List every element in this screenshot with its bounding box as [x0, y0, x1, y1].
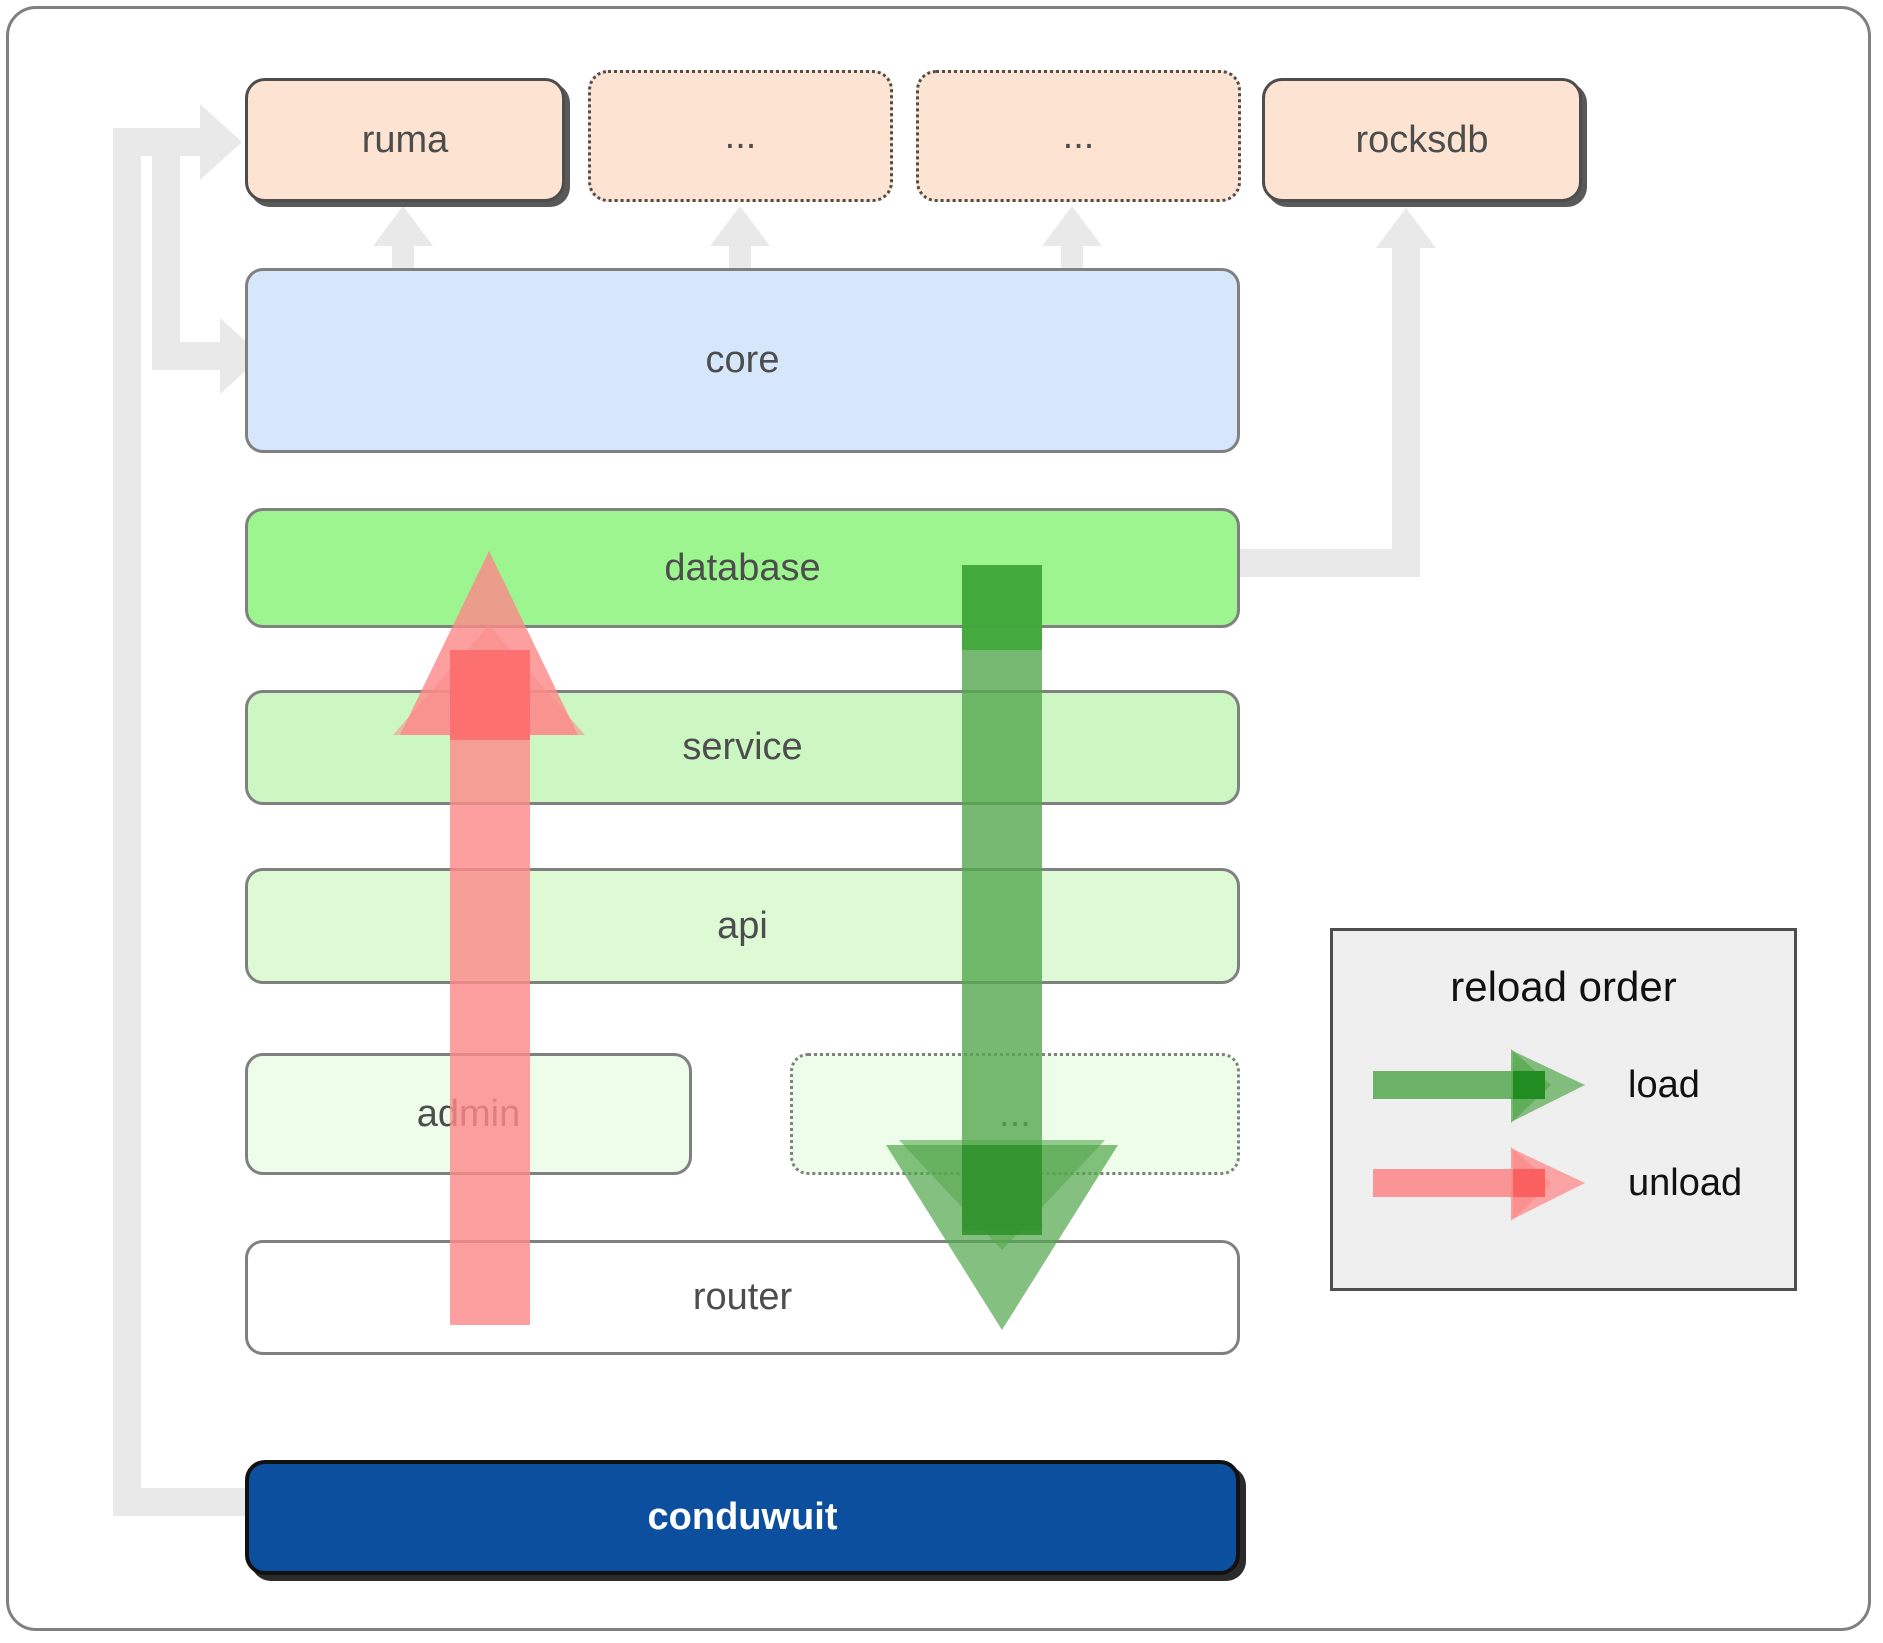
- layer-box-dots3[interactable]: ...: [790, 1053, 1240, 1175]
- dependency-label-rocksdb: rocksdb: [1355, 118, 1489, 161]
- layer-label-dots3: ...: [999, 1092, 1031, 1135]
- layer-box-admin[interactable]: admin: [245, 1053, 692, 1175]
- dependency-label-dots2: ...: [1062, 114, 1095, 157]
- legend-arrow-unload: [1373, 1147, 1585, 1221]
- layer-label-database: database: [664, 546, 821, 589]
- layer-label-service: service: [682, 726, 803, 768]
- dependency-box-dots2[interactable]: ...: [916, 70, 1241, 202]
- legend-arrow-load: [1373, 1049, 1585, 1123]
- connector-db-rocksdb-h: [1230, 549, 1420, 577]
- legend-label-unload: unload: [1628, 1162, 1743, 1204]
- connector-trunk-vertical: [113, 128, 141, 1516]
- diagram-frame: [6, 6, 1871, 1631]
- layer-label-router: router: [692, 1276, 793, 1318]
- dependency-label-ruma: ruma: [361, 118, 449, 161]
- layer-label-api: api: [717, 904, 768, 947]
- connector-db-rocksdb-v: [1392, 248, 1420, 568]
- dependency-label-dots1: ...: [724, 114, 757, 157]
- legend-title: reload order: [1450, 963, 1677, 1010]
- connector-arrowhead-core-dots1: [710, 206, 770, 246]
- legend-label-load: load: [1628, 1064, 1700, 1106]
- layer-box-router[interactable]: router: [245, 1240, 1240, 1355]
- dependency-box-ruma[interactable]: ruma: [245, 78, 565, 202]
- connector-trunk-bottom: [113, 1488, 253, 1516]
- connector-arrowhead-core-dots2: [1042, 206, 1102, 246]
- dependency-box-dots1[interactable]: ...: [588, 70, 893, 202]
- layer-label-core: core: [705, 339, 780, 381]
- legend-arrows: [1373, 1049, 1585, 1221]
- layer-box-core[interactable]: core: [245, 268, 1240, 453]
- connector-arrowhead-ruma: [200, 104, 242, 180]
- dependency-box-rocksdb[interactable]: rocksdb: [1262, 78, 1582, 202]
- binary-box-conduwuit[interactable]: conduwuit: [245, 1460, 1240, 1575]
- binary-label-conduwuit: conduwuit: [647, 1496, 838, 1538]
- connector-arrowhead-rocksdb: [1376, 208, 1436, 248]
- connector-arrowhead-core-ruma: [373, 206, 433, 246]
- layer-box-service[interactable]: service: [245, 690, 1240, 805]
- layer-box-database[interactable]: database: [245, 508, 1240, 628]
- layer-box-api[interactable]: api: [245, 868, 1240, 984]
- layer-label-admin: admin: [416, 1092, 521, 1135]
- legend-panel: reload order load unload: [1330, 928, 1797, 1291]
- connector-branch-core: [152, 140, 180, 355]
